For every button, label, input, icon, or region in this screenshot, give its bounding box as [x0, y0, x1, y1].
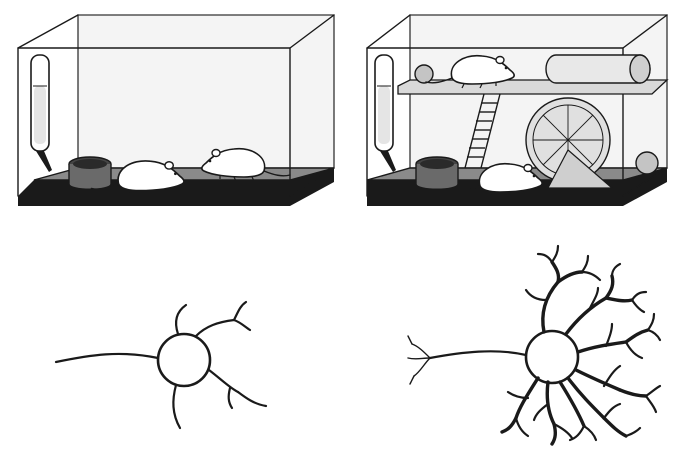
cage-back-wall — [78, 15, 334, 168]
dendrite — [176, 302, 250, 336]
cell-body — [158, 334, 210, 386]
water-bottle-icon — [375, 55, 396, 172]
ball-icon — [636, 152, 658, 174]
food-bowl-icon — [69, 157, 111, 189]
ball-icon — [415, 65, 433, 83]
standard-cage-panel — [18, 15, 334, 206]
food-bowl-icon — [416, 157, 458, 189]
dendrite — [502, 378, 584, 444]
cell-body — [526, 331, 578, 383]
dendrite — [604, 314, 660, 436]
neuron-simple-panel — [56, 302, 266, 428]
water-bottle-icon — [31, 55, 52, 172]
enriched-cage-panel — [367, 15, 667, 206]
tunnel-tube-icon — [546, 55, 650, 83]
axon-terminal — [408, 336, 430, 384]
axon — [56, 354, 158, 362]
neuron-complex-panel — [408, 246, 660, 444]
axon — [430, 351, 526, 358]
